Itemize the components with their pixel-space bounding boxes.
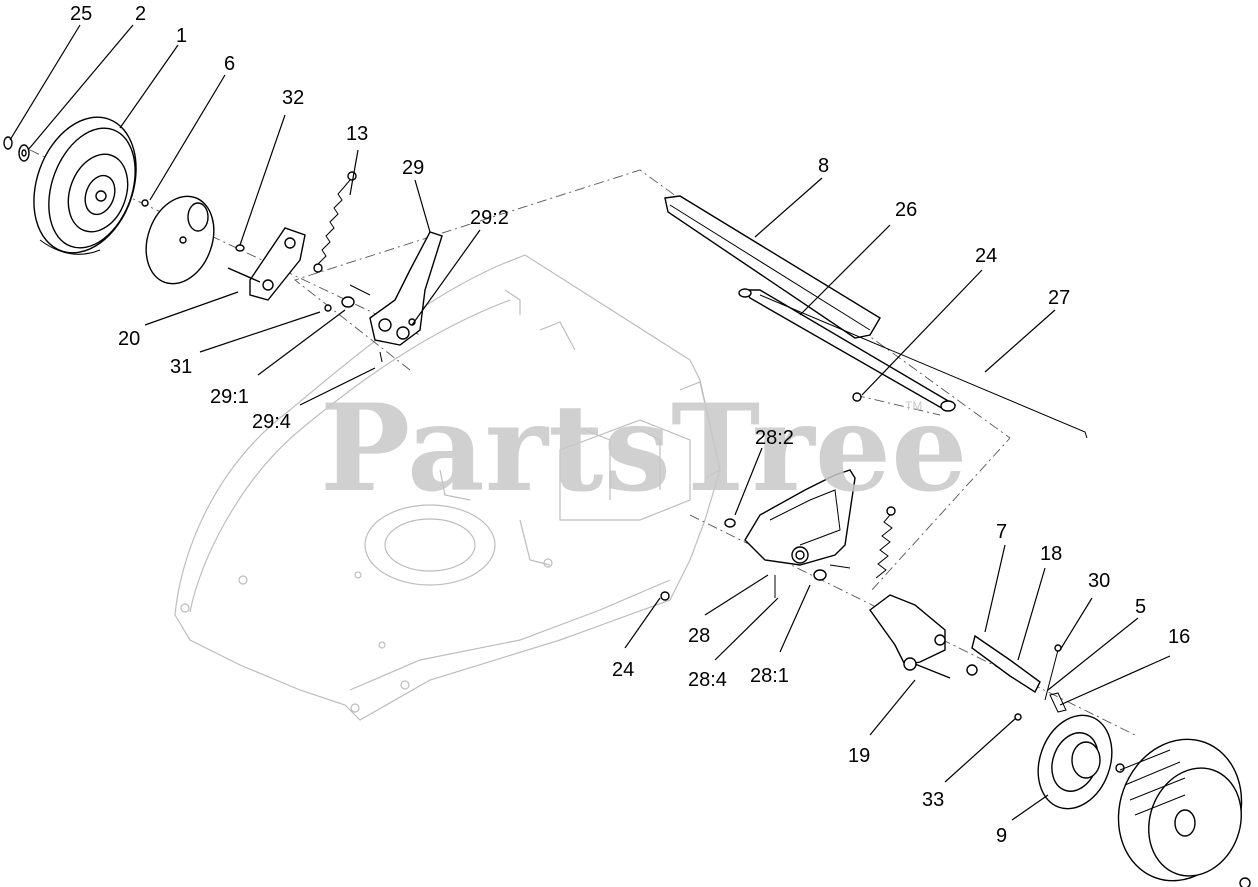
callout-25: 25	[70, 3, 92, 25]
callout-33: 33	[922, 789, 944, 811]
watermark-trademark: TM	[905, 399, 922, 413]
callout-1: 1	[176, 25, 187, 47]
callout-5: 5	[1135, 596, 1146, 618]
callout-29-4: 29:4	[252, 411, 291, 433]
callout-27: 27	[1048, 287, 1070, 309]
callout-26: 26	[895, 199, 917, 221]
leader-lines	[9, 24, 1171, 821]
left-nut-and-washer	[3, 136, 30, 162]
height-lever-right	[869, 594, 1062, 701]
callout-24-top: 24	[975, 245, 997, 267]
callout-16: 16	[1168, 626, 1190, 648]
callout-8: 8	[818, 155, 829, 177]
callout-29: 29	[402, 157, 424, 179]
callout-9: 9	[996, 825, 1007, 847]
callout-32: 32	[282, 87, 304, 109]
callout-28-4: 28:4	[688, 669, 727, 691]
wheel-cover-right	[1037, 714, 1113, 810]
small-hardware-right	[660, 591, 1251, 887]
spring-right	[875, 506, 896, 579]
rear-wheel-right	[1117, 738, 1243, 882]
watermark: PartsTree TM	[320, 378, 967, 519]
height-adjuster-plate	[227, 227, 306, 301]
height-bracket-right	[724, 469, 856, 598]
callout-24-bottom: 24	[612, 659, 634, 681]
spring-left	[313, 171, 357, 273]
callout-6: 6	[224, 53, 235, 75]
callout-19: 19	[848, 745, 870, 767]
callout-28: 28	[688, 625, 710, 647]
callout-28-1: 28:1	[750, 665, 789, 687]
callout-18: 18	[1040, 543, 1062, 565]
callout-7: 7	[996, 521, 1007, 543]
rear-axle-bar	[664, 195, 1088, 439]
wheel-cover-left	[141, 195, 215, 285]
callout-20: 20	[118, 328, 140, 350]
callout-31: 31	[170, 356, 192, 378]
callout-29-1: 29:1	[210, 386, 249, 408]
callout-30: 30	[1088, 570, 1110, 592]
watermark-text: PartsTree	[320, 378, 967, 519]
callout-labels: 25 2 1 6 32 13 29 29:2 8 26 24 27 20 31 …	[70, 3, 1190, 847]
mower-deck	[174, 254, 721, 721]
height-lever-left	[324, 231, 443, 363]
rear-wheel-left	[33, 116, 137, 255]
callout-28-2: 28:2	[755, 427, 794, 449]
callout-13: 13	[346, 123, 368, 145]
callout-2: 2	[135, 3, 146, 25]
callout-29-2: 29:2	[470, 207, 509, 229]
